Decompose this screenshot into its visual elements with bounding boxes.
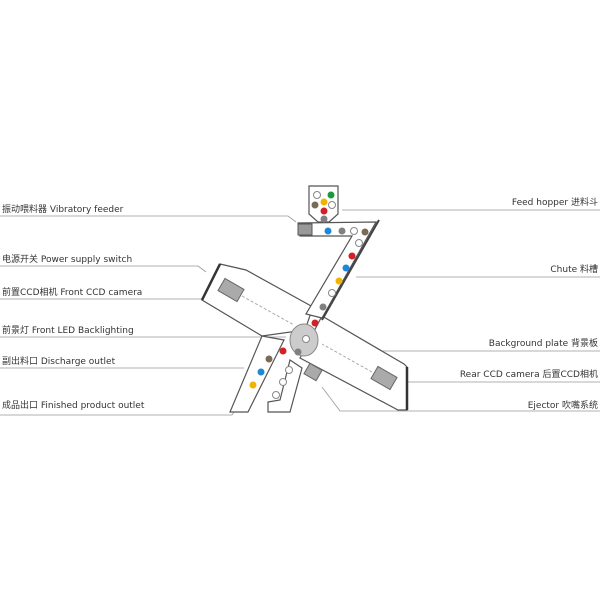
label-background-plate: Background plate 背景板 <box>489 337 598 349</box>
label-front-led-backlighting: 前景灯 Front LED Backlighting <box>2 324 134 336</box>
label-rear-ccd-camera: Rear CCD camera 后置CCD相机 <box>460 368 598 380</box>
label-finished-product-outlet: 成品出口 Finished product outlet <box>2 399 145 411</box>
rear-ccd-housing <box>299 315 409 411</box>
label-front-ccd-camera: 前置CCD相机 Front CCD camera <box>2 286 142 298</box>
front-ccd-housing <box>200 263 314 337</box>
particles <box>249 191 369 399</box>
ejector <box>303 362 323 382</box>
label-feed-hopper: Feed hopper 进料斗 <box>512 196 598 208</box>
outlets <box>229 335 303 413</box>
rear-ccd-camera <box>370 365 398 391</box>
front-ccd-camera <box>217 277 245 303</box>
label-chute: Chute 料槽 <box>550 263 598 275</box>
label-power-supply-switch: 电源开关 Power supply switch <box>2 253 132 265</box>
vibratory-feeder <box>297 223 313 236</box>
label-discharge-outlet: 副出料口 Discharge outlet <box>2 355 116 367</box>
leader-lines <box>0 209 600 416</box>
label-vibratory-feeder: 振动喂料器 Vibratory feeder <box>2 203 124 215</box>
label-ejector: Ejector 吹嘴系统 <box>528 399 598 411</box>
